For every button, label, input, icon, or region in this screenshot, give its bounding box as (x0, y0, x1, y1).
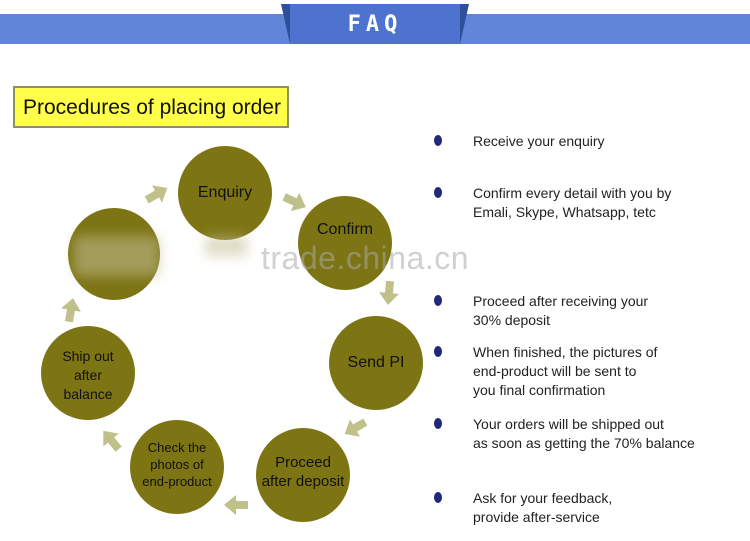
procedure-title-box: Procedures of placing order (13, 86, 289, 128)
node-send-pi-label: Send PI (347, 354, 405, 371)
bullet-icon (434, 492, 442, 503)
arrow-icon (142, 179, 173, 208)
node-confirm: Confirm (298, 196, 392, 290)
arrow-icon (59, 296, 83, 323)
faq-tab-left-wing (281, 4, 290, 44)
bullet-icon (434, 295, 442, 306)
node-check-photos: Check the photos of end-product (130, 420, 224, 514)
node-send-pi: Send PI (329, 316, 423, 410)
node-proceed-label: Proceed after deposit (261, 454, 345, 490)
procedure-title: Procedures of placing order (23, 96, 281, 119)
node-confirm-label: Confirm (316, 221, 373, 238)
node-proceed: Proceed after deposit (256, 428, 350, 522)
faq-tab-right-wing (460, 4, 469, 44)
arrow-icon (280, 188, 310, 216)
bullet-icon (434, 418, 442, 429)
node-ship-out-label: Ship out after balance (62, 347, 114, 402)
faq-tab: FAQ (281, 4, 469, 44)
bullet-icon (434, 135, 442, 146)
step-text: When finished, the pictures of end-produ… (473, 344, 658, 398)
obscured-region-middle (205, 236, 247, 256)
step-text: Your orders will be shipped out as soon … (473, 416, 695, 451)
step-text: Ask for your feedback, provide after-ser… (473, 490, 613, 525)
arrow-icon (340, 413, 371, 442)
step-text: Proceed after receiving your 30% deposit (473, 293, 649, 328)
node-check-photos-label: Check the photos of end-product (142, 440, 212, 489)
faq-title: FAQ (347, 12, 403, 37)
bullet-icon (434, 187, 442, 198)
step-text: Confirm every detail with you by Emali, … (473, 185, 672, 220)
arrow-icon (224, 495, 248, 515)
node-enquiry: Enquiry (178, 146, 272, 240)
obscured-region-left (74, 236, 160, 276)
bullet-icon (434, 346, 442, 357)
step-text: Receive your enquiry (473, 133, 605, 149)
arrow-icon (96, 424, 127, 455)
watermark: trade.china.cn (261, 240, 470, 276)
node-ship-out: Ship out after balance (41, 326, 135, 420)
arrow-icon (378, 280, 400, 306)
node-enquiry-label: Enquiry (197, 184, 253, 201)
